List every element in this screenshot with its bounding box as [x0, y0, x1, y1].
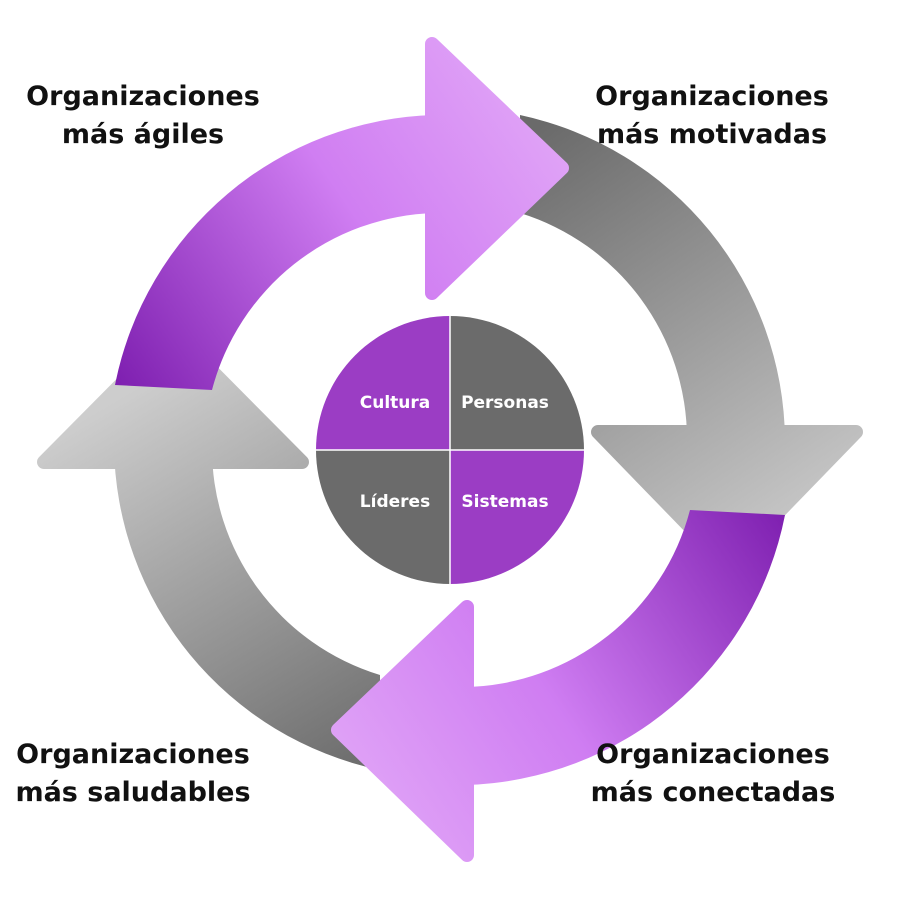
hub-quadrant-top-right: [450, 316, 584, 450]
hub-quadrant-bottom-left: [316, 450, 450, 584]
cycle-arrow-bottom: [331, 510, 785, 862]
label-motivadas-line2: más motivadas: [596, 119, 828, 150]
label-conectadas-line1: Organizaciones: [596, 739, 830, 770]
hub-label-personas: Personas: [461, 393, 549, 413]
cycle-arrow-left: [37, 325, 380, 770]
label-conectadas-line2: más conectadas: [590, 777, 836, 808]
hub-label-sistemas: Sistemas: [461, 492, 548, 512]
label-motivadas: Organizaciones más motivadas: [562, 78, 862, 154]
hub-label-lideres: Líderes: [360, 492, 430, 512]
label-saludables: Organizaciones más saludables: [0, 736, 283, 812]
label-agiles-line2: más ágiles: [61, 119, 225, 150]
cycle-arrow-right: [520, 115, 863, 572]
hub-quadrant-top-left: [316, 316, 450, 450]
label-agiles-line1: Organizaciones: [26, 81, 260, 112]
label-motivadas-line1: Organizaciones: [595, 81, 829, 112]
hub-label-cultura: Cultura: [360, 393, 431, 413]
cycle-arrow-top: [115, 37, 569, 390]
label-conectadas: Organizaciones más conectadas: [563, 736, 863, 812]
label-agiles: Organizaciones más ágiles: [0, 78, 293, 154]
hub-circle: Cultura Personas Líderes Sistemas: [316, 316, 584, 584]
label-saludables-line1: Organizaciones: [16, 739, 250, 770]
label-saludables-line2: más saludables: [15, 777, 251, 808]
hub-quadrant-bottom-right: [450, 450, 584, 584]
